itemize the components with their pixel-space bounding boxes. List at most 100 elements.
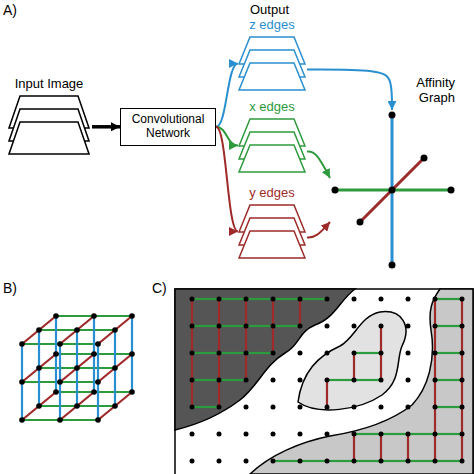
voxel-dot: [244, 432, 249, 437]
graph-vertex: [332, 187, 339, 194]
lattice-vertex: [36, 327, 42, 333]
panel-letter: B): [3, 280, 17, 296]
voxel-dot: [244, 297, 249, 302]
affinity-edge: [192, 379, 219, 381]
lattice-vertex: [112, 327, 118, 333]
lattice-vertex: [95, 379, 101, 385]
lattice-vertex: [74, 403, 80, 409]
voxel-dot: [379, 432, 384, 437]
lattice-edge: [77, 367, 115, 369]
lattice-edge: [38, 330, 40, 368]
panel-frame: [175, 289, 473, 474]
voxel-dot: [244, 405, 249, 410]
voxel-dot: [190, 432, 195, 437]
voxel-dot: [298, 459, 303, 464]
affinity-edge: [327, 460, 354, 462]
affinity-edge: [434, 353, 436, 380]
voxel-dot: [244, 378, 249, 383]
voxel-dot: [217, 432, 222, 437]
lattice-edge: [60, 419, 98, 421]
lattice-cube: [19, 313, 135, 423]
lattice-edge: [97, 382, 99, 420]
lattice-edge: [93, 316, 95, 354]
graph-vertex: [448, 187, 455, 194]
voxel-dot: [352, 459, 357, 464]
affinity-edge: [354, 460, 381, 462]
island-region: [298, 312, 406, 410]
lattice-edge: [22, 419, 60, 421]
lattice-edge: [77, 354, 94, 368]
image-layer: [9, 122, 89, 154]
lattice-edge: [55, 316, 57, 354]
arrow-connector: [216, 127, 238, 232]
voxel-dot: [406, 432, 411, 437]
affinity-edge: [353, 353, 355, 380]
lattice-vertex: [129, 389, 135, 395]
voxel-dot: [217, 351, 222, 356]
graph-edge: [360, 158, 424, 222]
lattice-edge: [22, 330, 39, 344]
voxel-dot: [406, 324, 411, 329]
lattice-vertex: [53, 313, 59, 319]
voxel-dot: [406, 459, 411, 464]
lattice-edge: [56, 353, 94, 355]
affinity-edge: [435, 325, 462, 327]
lattice-edge: [21, 344, 23, 382]
lattice-edge: [60, 343, 98, 345]
lattice-edge: [59, 382, 61, 420]
voxel-dot: [244, 459, 249, 464]
affinity-edge: [461, 353, 463, 380]
lattice-edge: [56, 391, 94, 393]
lattice-edge: [114, 368, 116, 406]
lattice-edge: [39, 329, 77, 331]
lattice-vertex: [19, 379, 25, 385]
image-stack: [238, 36, 306, 91]
lattice-edge: [22, 406, 39, 420]
lattice-edge: [94, 315, 132, 317]
lattice-edge: [22, 368, 39, 382]
node-heading: Affinity Graph: [399, 76, 455, 106]
lattice-edge: [115, 316, 132, 330]
voxel-dot: [433, 405, 438, 410]
affinity-edge: [353, 434, 355, 461]
node-heading: z edges: [218, 18, 326, 33]
affinity-edge: [192, 298, 219, 300]
voxel-dot: [298, 351, 303, 356]
voxel-dot: [190, 405, 195, 410]
voxel-dot: [352, 351, 357, 356]
voxel-dot: [271, 378, 276, 383]
image-stack: [238, 204, 306, 259]
lattice-vertex: [91, 313, 97, 319]
image-stack: [238, 118, 306, 173]
lattice-vertex: [57, 341, 63, 347]
node-heading: x edges: [218, 100, 326, 115]
voxel-dot: [271, 459, 276, 464]
lattice-edge: [60, 330, 77, 344]
affinity-edge: [300, 460, 327, 462]
output-heading: Output: [250, 2, 289, 17]
affinity-edge: [408, 433, 435, 435]
voxel-dot: [190, 378, 195, 383]
lattice-edge: [77, 316, 94, 330]
affinity-edge: [380, 353, 382, 380]
affinity-edge: [218, 326, 220, 353]
lattice-edge: [76, 368, 78, 406]
affinity-edge: [246, 325, 273, 327]
lattice-vertex: [57, 379, 63, 385]
voxel-dot: [271, 405, 276, 410]
z-edges-stack: z edges: [238, 36, 306, 91]
lattice-vertex: [19, 341, 25, 347]
image-stack: [8, 95, 90, 155]
affinity-edge: [273, 325, 300, 327]
lattice-edge: [94, 391, 132, 393]
lattice-vertex: [53, 389, 59, 395]
affinity-edge: [434, 299, 436, 326]
voxel-dot: [433, 432, 438, 437]
segmentation-grid: [175, 289, 473, 474]
affinity-edge: [434, 434, 436, 461]
affinity-edge: [299, 299, 301, 326]
panel-letter: A): [3, 2, 17, 18]
lattice-edge: [56, 315, 94, 317]
